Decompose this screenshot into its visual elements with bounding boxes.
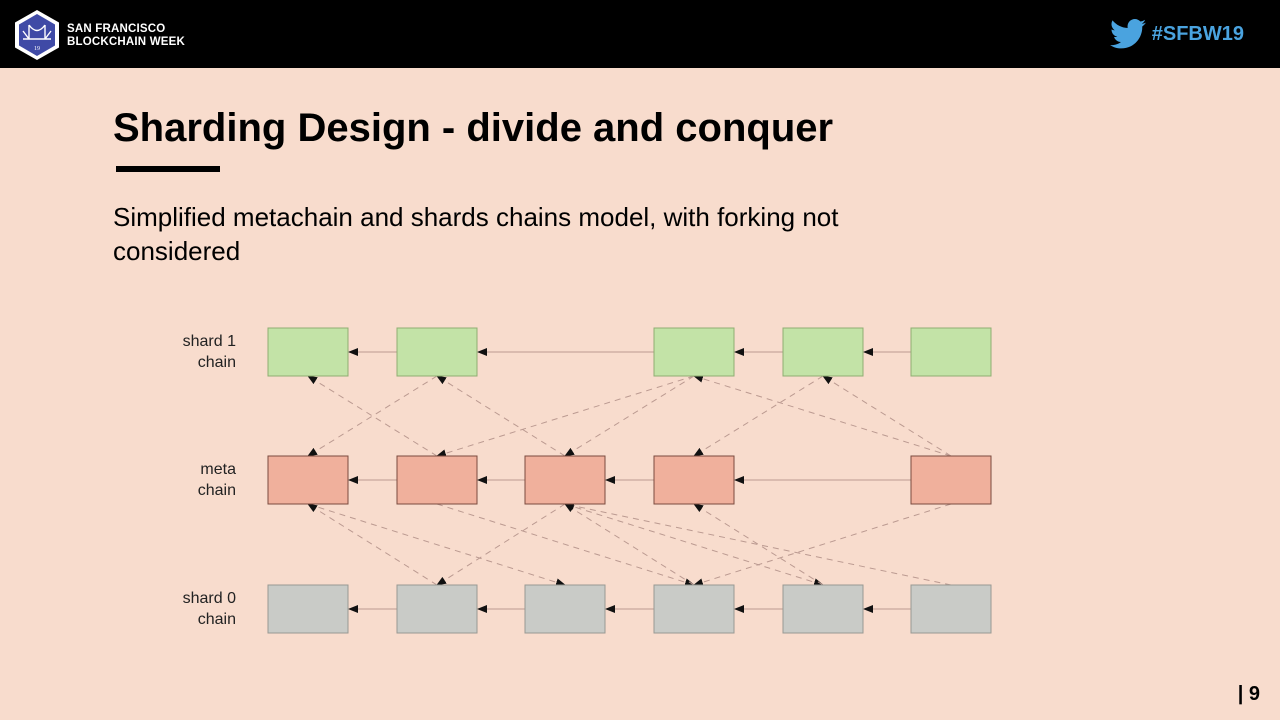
shard0-block	[782, 584, 864, 634]
cross-link	[693, 375, 824, 457]
twitter-bird-icon	[1109, 19, 1146, 49]
row-label-meta: meta chain	[198, 461, 236, 499]
row-label-line2: chain	[198, 354, 236, 371]
cross-link	[693, 503, 824, 586]
shard0-block	[910, 584, 992, 634]
cross-link	[436, 375, 695, 458]
cross-link	[307, 503, 566, 587]
shard1-block	[910, 327, 992, 377]
shard1-block	[267, 327, 349, 377]
logo-badge: 19	[34, 46, 40, 52]
cross-link	[307, 375, 438, 457]
row-label-line1: shard 1	[183, 333, 236, 350]
bridge-logo-icon: 19	[15, 10, 59, 60]
meta-block	[524, 455, 606, 505]
meta-block	[267, 455, 349, 505]
shard0-block	[396, 584, 478, 634]
cross-link	[436, 503, 566, 586]
event-name-line1: SAN FRANCISCO	[67, 23, 166, 35]
row-label-shard0: shard 0 chain	[183, 590, 236, 628]
cross-link	[436, 375, 566, 457]
event-name: SAN FRANCISCO BLOCKCHAIN WEEK	[67, 23, 185, 49]
row-label-line1: shard 0	[183, 590, 236, 607]
hashtag-label: #SFBW19	[1151, 22, 1244, 45]
shard0-block	[267, 584, 349, 634]
meta-block	[910, 455, 992, 505]
cross-link	[436, 503, 695, 587]
row-label-shard1: shard 1 chain	[183, 333, 236, 371]
cross-link	[307, 375, 438, 457]
shard0-block	[524, 584, 606, 634]
event-name-line2: BLOCKCHAIN WEEK	[67, 36, 185, 48]
cross-link	[693, 374, 952, 457]
row-label-line1: meta	[200, 461, 236, 478]
title-underline	[116, 166, 220, 172]
row-label-line2: chain	[198, 482, 236, 499]
header-bar: 19 SAN FRANCISCO BLOCKCHAIN WEEK #SFBW19	[0, 0, 1280, 68]
cross-link	[822, 375, 952, 457]
cross-link	[307, 503, 438, 586]
meta-block	[396, 455, 478, 505]
slide-title: Sharding Design - divide and conquer	[113, 106, 834, 150]
cross-link	[564, 503, 695, 586]
cross-link	[693, 503, 952, 587]
row-label-line2: chain	[198, 611, 236, 628]
shard0-block	[653, 584, 735, 634]
hashtag-group: #SFBW19	[1109, 18, 1244, 50]
slide-subtitle: Simplified metachain and shards chains m…	[113, 202, 839, 266]
cross-link	[564, 501, 952, 586]
shard1-block	[396, 327, 478, 377]
meta-block	[653, 455, 735, 505]
shard1-block	[782, 327, 864, 377]
cross-link	[564, 375, 695, 457]
cross-link	[564, 503, 824, 587]
shard1-block	[653, 327, 735, 377]
page-number: | 9	[1237, 683, 1260, 705]
